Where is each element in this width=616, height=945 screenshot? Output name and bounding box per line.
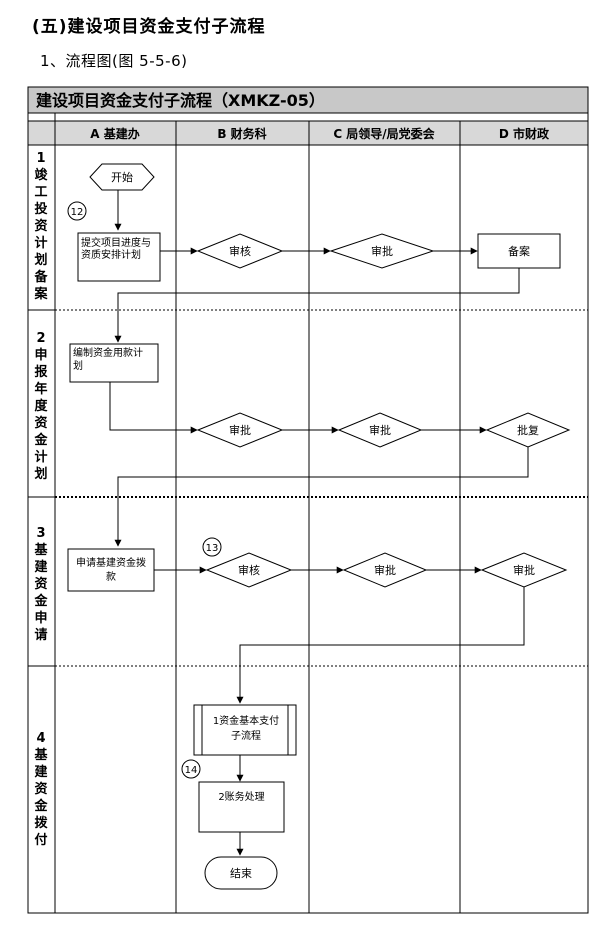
flow-arrow (236, 587, 525, 704)
step-marker (202, 537, 222, 557)
node-filing-d1-label: 备案 (508, 244, 530, 258)
column-header-c: C 局领导/局党委会 (333, 126, 435, 141)
node-submit-progress (77, 232, 161, 282)
node-approve-d3 (480, 552, 568, 588)
step-marker (181, 759, 201, 779)
end-label: 结束 (230, 867, 252, 880)
node-review-b3-label: 审核 (238, 563, 260, 577)
column-header-a: A 基建办 (90, 126, 139, 141)
node-accounting (198, 781, 285, 833)
swimlane-frame (27, 112, 589, 914)
node-submit-progress-label: 提交项目进度与资质安排计划 (81, 236, 151, 261)
step-marker-label: 12 (71, 207, 84, 218)
node-reply-d2-label: 批复 (517, 423, 539, 437)
node-review-b1-label: 审核 (229, 244, 251, 258)
start-node (89, 163, 155, 191)
node-approve-d3-label: 审批 (513, 563, 535, 577)
node-approve-b2-label: 审批 (229, 423, 251, 437)
end-node (204, 856, 278, 890)
node-payment-subprocess-label: 1资金基本支付子流程 (213, 714, 279, 742)
node-reply-d2 (485, 412, 571, 448)
node-prepare-plan (69, 343, 159, 383)
node-approve-c3-label: 审批 (374, 563, 396, 577)
section-heading: (五)建设项目资金支付子流程 (32, 17, 266, 37)
title-bar (27, 86, 589, 114)
flow-arrow (114, 447, 529, 547)
node-apply-funds-label: 申请基建资金拨款 (76, 556, 146, 583)
step-marker-label: 13 (206, 543, 219, 554)
column-header-b: B 财务科 (217, 126, 266, 141)
node-payment-subprocess (193, 704, 297, 756)
node-accounting-label: 2账务处理 (218, 790, 264, 803)
column-header-d: D 市财政 (499, 126, 550, 141)
subheading: 1、流程图(图 5-5-6) (40, 52, 188, 70)
node-prepare-plan-label: 编制资金用款计划 (73, 346, 143, 372)
step-marker-label: 14 (185, 765, 198, 776)
node-approve-c2-label: 审批 (369, 423, 391, 437)
diagram-title: 建设项目资金支付子流程（XMKZ-05） (36, 91, 325, 110)
column-header-bar (27, 120, 589, 146)
flow-arrow (114, 268, 520, 343)
node-apply-funds (67, 548, 155, 592)
start-label: 开始 (111, 170, 133, 184)
node-approve-c1-label: 审批 (371, 244, 393, 258)
step-marker (67, 201, 87, 221)
flow-arrow (109, 382, 198, 434)
